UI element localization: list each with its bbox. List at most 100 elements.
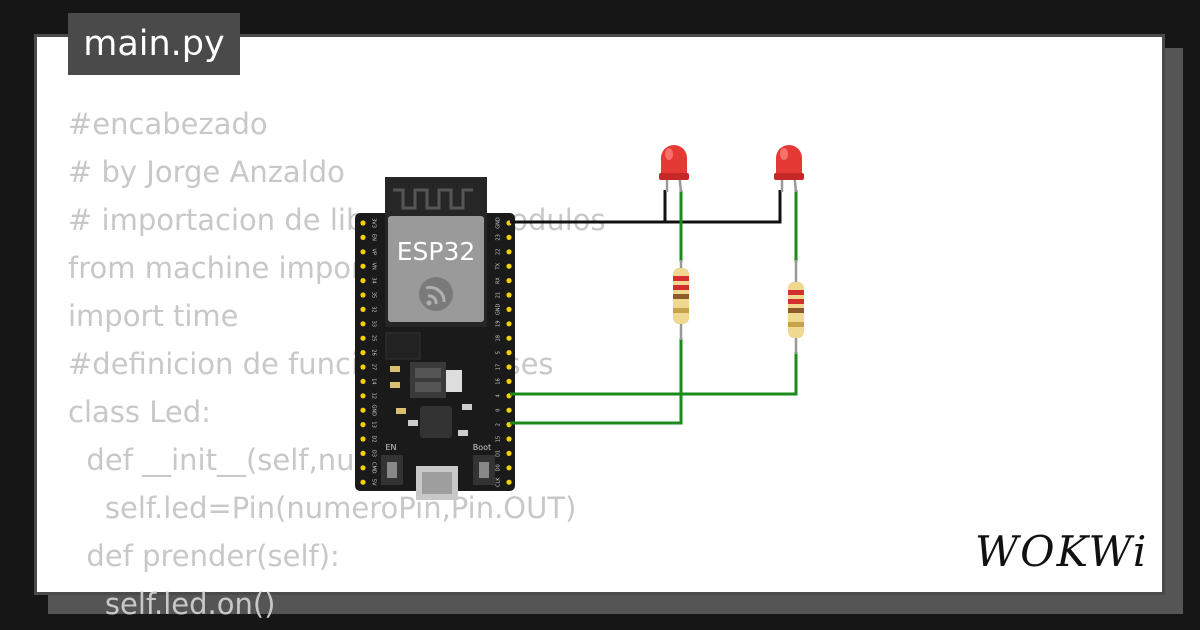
right-pin-label: 23	[496, 234, 502, 240]
left-pin-label: 32	[371, 306, 377, 312]
wire-gnd	[510, 190, 667, 224]
header-pin[interactable]	[360, 220, 366, 226]
header-pin[interactable]	[360, 479, 366, 485]
header-pin[interactable]	[506, 306, 512, 312]
code-line: class Led:	[68, 395, 211, 429]
header-pin[interactable]	[506, 350, 512, 356]
left-pin-label: 27	[371, 364, 377, 370]
header-pin[interactable]	[360, 306, 366, 312]
header-pin[interactable]	[360, 407, 366, 413]
right-pin-label: 16	[496, 378, 502, 384]
code-line: self.led=Pin(numeroPin,Pin.OUT)	[68, 491, 577, 525]
code-line: def prender(self):	[68, 539, 340, 573]
left-pin-label: 34	[371, 277, 377, 283]
header-pin[interactable]	[360, 350, 366, 356]
left-pin-label: 25	[371, 335, 377, 341]
header-pin[interactable]	[506, 278, 512, 284]
header-pin[interactable]	[506, 292, 512, 298]
wire-signal	[510, 338, 683, 425]
header-pin[interactable]	[506, 407, 512, 413]
header-pin[interactable]	[360, 364, 366, 370]
header-pin[interactable]	[360, 263, 366, 269]
right-pin-label: GND	[496, 217, 502, 229]
left-pin-label: 26	[371, 349, 377, 355]
right-pin-label: 18	[496, 335, 502, 341]
header-pin[interactable]	[360, 234, 366, 240]
code-line: # by Jorge Anzaldo	[68, 155, 345, 189]
left-pin-label: 3V3	[371, 218, 377, 228]
wire-gnd	[665, 190, 782, 224]
right-pin-label: RX	[496, 277, 502, 284]
code-line: import time	[68, 299, 239, 333]
header-pin[interactable]	[506, 465, 512, 471]
header-pin[interactable]	[360, 335, 366, 341]
left-pin-label: VP	[371, 249, 377, 255]
wires	[510, 190, 798, 425]
wire-signal	[510, 352, 798, 396]
header-pin[interactable]	[360, 393, 366, 399]
left-pin-label: EN	[371, 234, 377, 241]
resistor-1[interactable]	[673, 260, 689, 340]
right-pin-label: TX	[496, 262, 502, 270]
espressif-logo-icon	[419, 277, 453, 311]
left-pin-label: 14	[371, 378, 377, 384]
left-pin-label: VN	[371, 263, 377, 270]
header-pin[interactable]	[360, 378, 366, 384]
left-pin-label: CMD	[371, 462, 377, 474]
right-pin-label: GND	[496, 304, 502, 316]
right-pin-label: 19	[496, 321, 502, 327]
right-pin-label: 2	[496, 423, 502, 426]
header-pin[interactable]	[360, 436, 366, 442]
left-pin-label: D3	[371, 450, 377, 457]
header-pin[interactable]	[360, 292, 366, 298]
header-pin[interactable]	[506, 479, 512, 485]
left-pin-label: GND	[371, 404, 377, 416]
right-pin-label: 4	[496, 394, 502, 397]
code-line: #encabezado	[68, 107, 268, 141]
left-pin-label: D2	[371, 435, 377, 442]
header-pin[interactable]	[506, 321, 512, 327]
code-preview: #encabezado # by Jorge Anzaldo # importa…	[68, 100, 606, 628]
led-red-2[interactable]	[774, 145, 804, 193]
right-pin-label: D1	[496, 450, 502, 457]
left-pin-label: 12	[371, 393, 377, 399]
header-pin[interactable]	[360, 278, 366, 284]
en-label: EN	[385, 443, 396, 452]
header-pin[interactable]	[360, 422, 366, 428]
header-pin[interactable]	[506, 335, 512, 341]
header-pin[interactable]	[506, 364, 512, 370]
left-pin-label: 33	[371, 321, 377, 327]
left-pin-label: 13	[371, 421, 377, 427]
wokwi-logo: WOKWi	[975, 527, 1148, 576]
right-pin-label: 15	[496, 436, 502, 442]
header-pin[interactable]	[506, 234, 512, 240]
left-pin-label: 5V	[371, 479, 377, 486]
header-pin[interactable]	[506, 263, 512, 269]
led-red-1[interactable]	[659, 145, 689, 193]
right-pin-label: 0	[496, 409, 502, 412]
header-pin[interactable]	[360, 465, 366, 471]
right-pin-label: 22	[496, 249, 502, 255]
header-pin[interactable]	[506, 436, 512, 442]
preview-card	[34, 34, 1165, 595]
file-tab-label: main.py	[83, 24, 225, 64]
left-pin-label: 35	[371, 292, 377, 298]
resistor-2[interactable]	[788, 260, 804, 354]
chip-label: ESP32	[397, 237, 476, 266]
header-pin[interactable]	[506, 249, 512, 255]
right-pin-label: 21	[496, 292, 502, 298]
right-pin-label: D0	[496, 464, 502, 471]
header-pin[interactable]	[360, 450, 366, 456]
boot-label: Boot	[473, 443, 491, 452]
file-tab[interactable]: main.py	[68, 13, 240, 75]
header-pin[interactable]	[506, 450, 512, 456]
header-pin[interactable]	[506, 378, 512, 384]
code-line: self.led.on()	[68, 587, 276, 621]
right-pin-label: 17	[496, 364, 502, 370]
header-pin[interactable]	[360, 249, 366, 255]
header-pin[interactable]	[360, 321, 366, 327]
right-pin-label: 5	[496, 351, 502, 354]
logo-text: WOKWi	[975, 527, 1148, 576]
